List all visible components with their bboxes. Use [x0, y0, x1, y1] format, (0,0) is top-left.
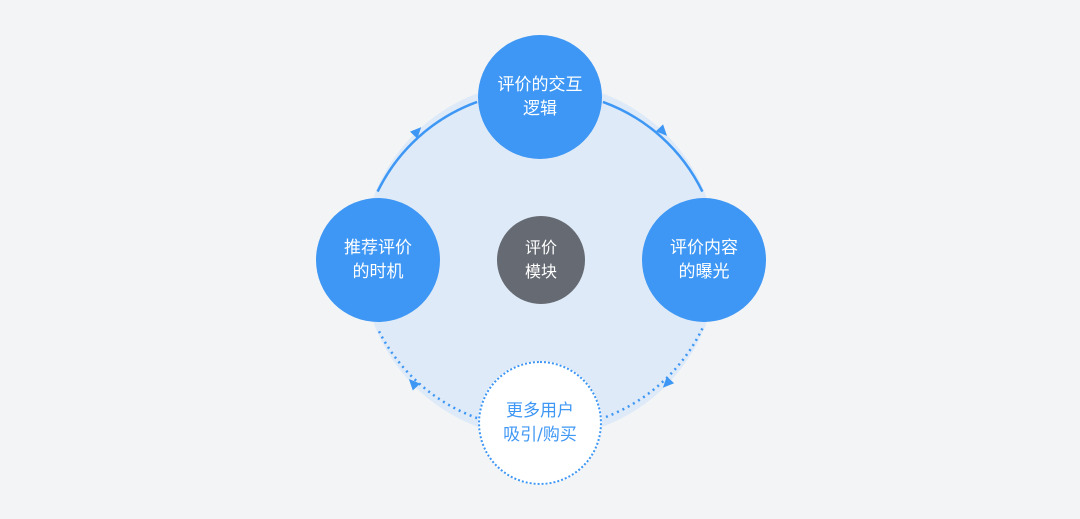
node-top-line1: 评价的交互: [497, 75, 583, 95]
arrow-top-to-right: [655, 124, 668, 136]
node-bottom: 更多用户 吸引/购买: [478, 361, 602, 485]
arc-left-to-top: [376, 100, 478, 193]
arc-bottom-to-left: [376, 327, 478, 420]
arc-right-to-bottom: [602, 327, 704, 420]
node-right-line2: 的曝光: [678, 262, 730, 282]
node-top: 评价的交互 逻辑: [478, 35, 602, 159]
node-right-line1: 评价内容: [670, 238, 738, 258]
node-center-line2: 模块: [524, 262, 557, 281]
arc-top-to-right: [602, 100, 704, 193]
arrow-right-to-bottom: [662, 376, 675, 388]
node-center: 评价 模块: [497, 216, 585, 304]
node-bottom-line1: 更多用户: [506, 401, 574, 421]
node-left-line2: 的时机: [352, 262, 404, 282]
node-center-line1: 评价: [524, 238, 557, 257]
arrow-bottom-to-left: [408, 379, 421, 391]
node-left: 推荐评价 的时机: [316, 198, 440, 322]
node-left-line1: 推荐评价: [344, 238, 412, 258]
node-top-line2: 逻辑: [523, 99, 557, 119]
node-bottom-line2: 吸引/购买: [503, 425, 577, 445]
arrow-left-to-top: [410, 127, 422, 139]
node-right: 评价内容 的曝光: [642, 198, 766, 322]
